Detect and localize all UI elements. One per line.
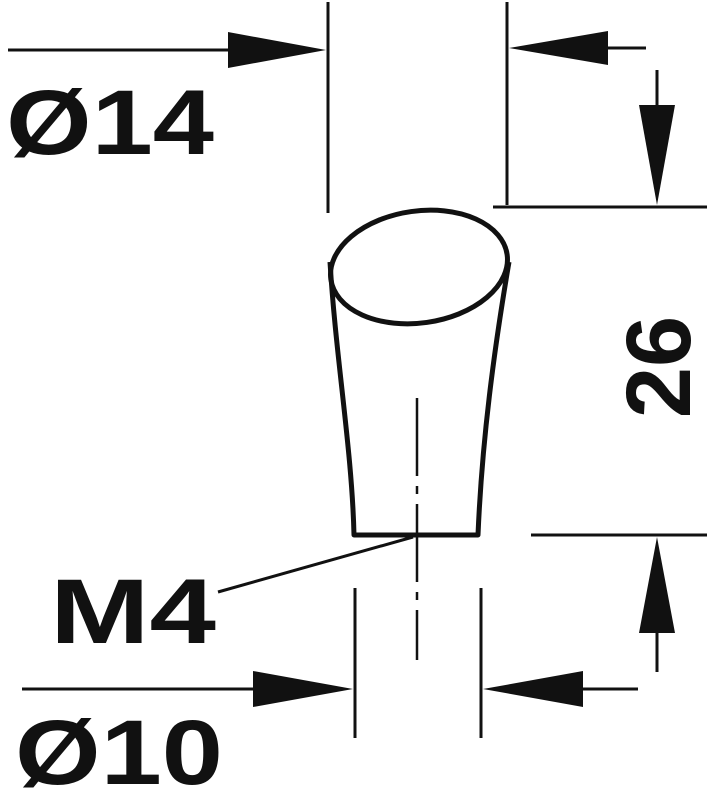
- thread-label: M4: [50, 561, 216, 663]
- height-label: 26: [608, 316, 707, 418]
- height-arrowhead-bottom: [639, 537, 675, 633]
- top-diameter-arrowhead-right: [509, 31, 608, 65]
- top-diameter-label: Ø14: [6, 72, 214, 174]
- base-diameter-label: Ø10: [15, 702, 223, 800]
- height-arrowhead-top: [639, 105, 675, 205]
- base-diameter-arrowhead-right: [483, 671, 583, 707]
- thread-leader-line: [217, 535, 414, 594]
- knob-top-face: [328, 207, 510, 327]
- top-diameter-arrowhead-left: [228, 32, 326, 68]
- base-diameter-arrowhead-left: [253, 671, 353, 707]
